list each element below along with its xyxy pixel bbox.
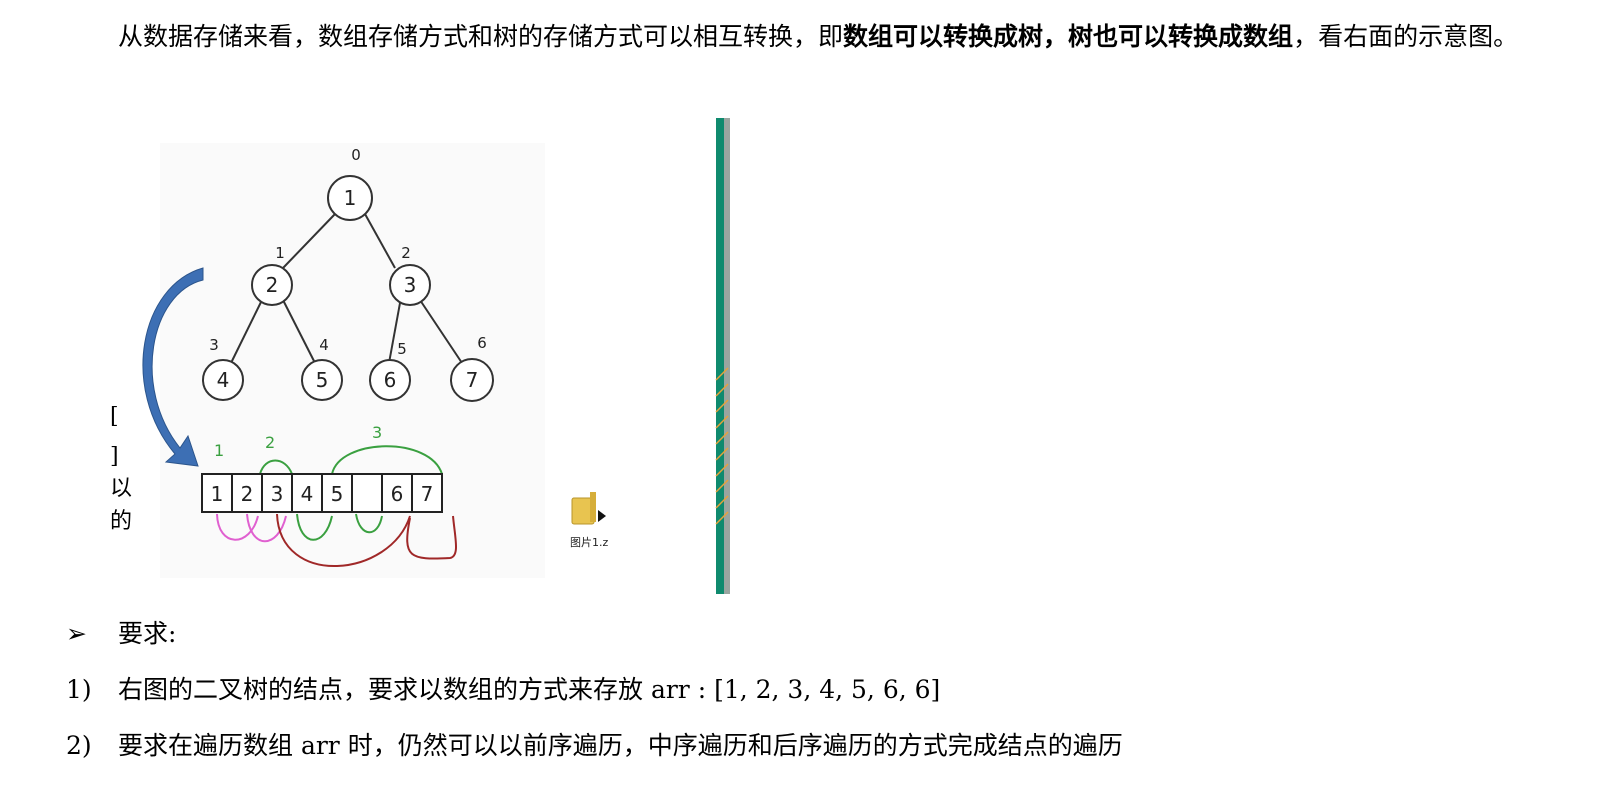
green-arc-bottom-1 xyxy=(296,513,333,541)
edge-3-6 xyxy=(388,302,401,364)
tree-node-circle xyxy=(450,358,494,402)
item-number: 1) xyxy=(66,675,92,704)
index-label: 0 xyxy=(351,146,361,164)
array-cell-label: 6 xyxy=(391,482,404,506)
edge-2-5 xyxy=(282,299,316,364)
array-cell-label: 1 xyxy=(211,482,224,506)
index-label: 1 xyxy=(275,244,285,262)
red-arc-1 xyxy=(276,513,411,567)
pink-arc-1 xyxy=(216,513,259,541)
teal-bar-shadow xyxy=(724,118,730,594)
edge-1-2 xyxy=(282,213,336,269)
array-cell xyxy=(261,473,293,513)
intro-end-text: ，看右面的示意图。 xyxy=(1293,22,1519,51)
level-label: 3 xyxy=(372,423,382,442)
level-label: 2 xyxy=(265,433,275,452)
array-cell-label: 2 xyxy=(241,482,254,506)
requirement-item-2: 2) 要求在遍历数组 arr 时，仍然可以以前序遍历，中序遍历和后序遍历的方式完成… xyxy=(66,729,1123,763)
item-text: 右图的二叉树的结点，要求以数组的方式来存放 arr : [1, 2, 3, 4,… xyxy=(118,675,941,704)
tree-node-label: 1 xyxy=(344,186,357,210)
bullet-arrow-icon: ➢ xyxy=(66,619,87,648)
requirements-title: 要求: xyxy=(118,619,177,648)
array-cell xyxy=(381,473,413,513)
pink-arc-2 xyxy=(246,513,287,543)
requirement-item-1: 1) 右图的二叉树的结点，要求以数组的方式来存放 arr : [1, 2, 3, … xyxy=(66,673,940,707)
array-cell xyxy=(351,473,383,513)
green-arc-top-1 xyxy=(259,459,293,475)
tree-node-label: 6 xyxy=(384,368,397,392)
tree-node-circle xyxy=(369,359,411,401)
index-label: 2 xyxy=(401,244,411,262)
index-label: 4 xyxy=(319,336,329,354)
tree-node-label: 7 xyxy=(466,368,479,392)
tree-node-circle xyxy=(251,264,293,306)
intro-paragraph: 从数据存储来看，数组存储方式和树的存储方式可以相互转换，即数组可以转换成树，树也… xyxy=(66,10,1566,64)
index-label: 6 xyxy=(477,334,487,352)
conversion-arrow xyxy=(142,267,204,467)
tree-node-label: 5 xyxy=(316,368,329,392)
edge-1-3 xyxy=(364,213,396,269)
edge-3-7 xyxy=(419,299,463,364)
index-label: 5 xyxy=(397,340,407,358)
bold-array-to-tree: 数组可以转换成树 xyxy=(843,22,1044,51)
tree-node-circle xyxy=(202,359,244,401)
item-number: 2) xyxy=(66,731,92,760)
file-label: 图片1.z xyxy=(570,536,608,549)
edge-text-2: ] xyxy=(110,444,119,469)
red-arc-2 xyxy=(406,515,457,560)
bold-tree-to-array: 树也可以转换成数组 xyxy=(1068,22,1294,51)
level-label: 1 xyxy=(214,441,224,460)
tree-array-figure: [ ] 以 的 1 2 3 4 5 6 xyxy=(110,118,760,598)
edge-text-1: [ xyxy=(110,404,119,429)
requirements-heading: ➢ 要求: xyxy=(66,617,176,651)
tree-node-circle xyxy=(301,359,343,401)
tree-node-label: 2 xyxy=(266,273,279,297)
array-cell-label: 3 xyxy=(271,482,284,506)
tree-node-label: 3 xyxy=(404,273,417,297)
array-cell xyxy=(411,473,443,513)
green-arc-top-2 xyxy=(331,445,443,475)
index-label: 3 xyxy=(209,336,219,354)
green-arc-bottom-2 xyxy=(355,513,383,534)
edge-2-4 xyxy=(230,299,263,364)
array-cell-label: 5 xyxy=(331,482,344,506)
tree-node-label: 4 xyxy=(217,368,230,392)
edge-text-4: 的 xyxy=(110,509,132,534)
item-text: 要求在遍历数组 arr 时，仍然可以以前序遍历，中序遍历和后序遍历的方式完成结点… xyxy=(118,731,1123,760)
edge-text-3: 以 xyxy=(110,476,132,501)
array-cell-label: 4 xyxy=(301,482,314,506)
folder-icon xyxy=(571,492,606,525)
array-cell-label: 7 xyxy=(421,482,434,506)
intro-text: 从数据存储来看，数组存储方式和树的存储方式可以相互转换，即 xyxy=(118,22,844,51)
bold-comma: ， xyxy=(1043,22,1069,51)
tree-node-circle xyxy=(389,264,431,306)
tree-node-circle xyxy=(327,175,373,221)
